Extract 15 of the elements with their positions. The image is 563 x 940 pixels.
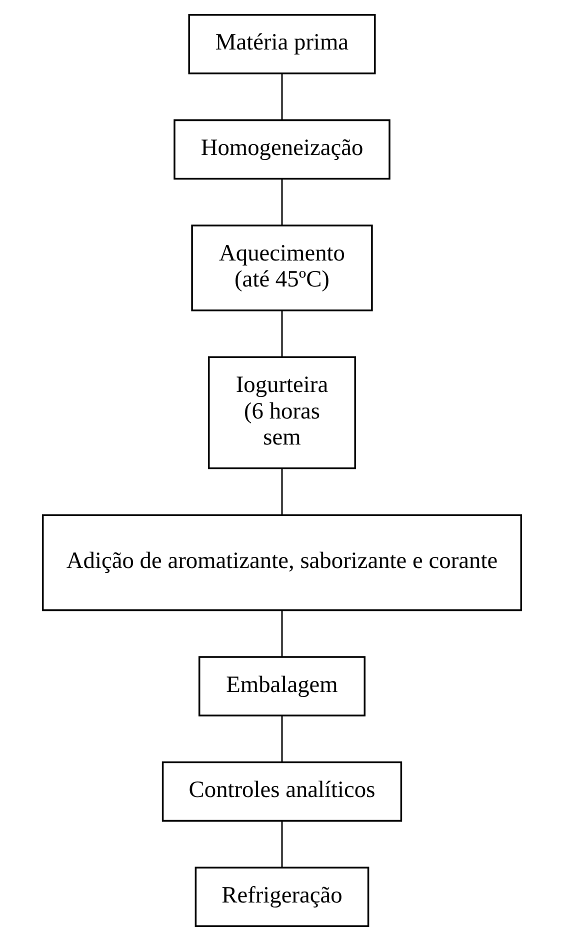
node-box: Controles analíticos (161, 760, 402, 822)
connector (280, 715, 282, 762)
connector (280, 610, 282, 656)
node-box: Embalagem (198, 656, 366, 716)
node-box: Adição de aromatizante, saborizante e corante (41, 514, 522, 611)
connector (280, 178, 282, 225)
node-box: Aquecimento (até 45ºC) (190, 224, 372, 311)
node-box: Iogurteira (6 horas sem (207, 356, 356, 469)
node-box: Homogeneização (173, 118, 390, 180)
connector (280, 310, 282, 357)
connector (280, 468, 282, 514)
connector (280, 73, 282, 120)
connector (280, 820, 282, 867)
node-box: Refrigeração (194, 866, 369, 926)
node-box: Matéria prima (188, 14, 376, 74)
